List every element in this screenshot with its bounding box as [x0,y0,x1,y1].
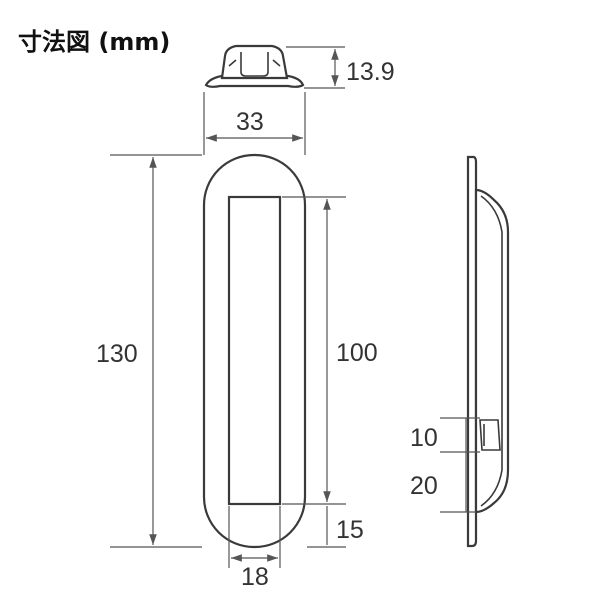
top-view-notch [228,59,281,67]
dim-side: 10 20 [410,417,480,513]
label-overall-length: 130 [96,340,138,368]
side-inner-curve [480,195,503,507]
top-view [204,44,305,88]
label-bottom-margin: 15 [336,516,364,544]
front-recess [227,195,282,506]
dim-width: 33 [203,92,306,155]
drawing-title: 寸法図 (mm) [18,28,171,56]
label-top-height: 13.9 [346,58,395,86]
dim-recess-width: 18 [228,506,281,591]
side-flange [466,155,478,548]
label-recess-width: 18 [241,563,269,591]
top-view-grip [240,52,269,77]
side-view [466,155,510,548]
dim-overall-length: 130 [96,154,202,548]
label-width: 33 [236,108,264,136]
dim-top-height: 13.9 [286,46,395,89]
side-body [474,188,510,514]
side-tab [479,419,501,451]
label-side-a: 10 [410,424,438,452]
label-side-b: 20 [410,472,438,500]
dim-bottom-margin: 15 [307,506,364,548]
label-recess-length: 100 [336,339,378,367]
top-view-cap [220,44,289,80]
dim-recess-length: 100 [282,196,378,505]
front-view [202,153,307,549]
